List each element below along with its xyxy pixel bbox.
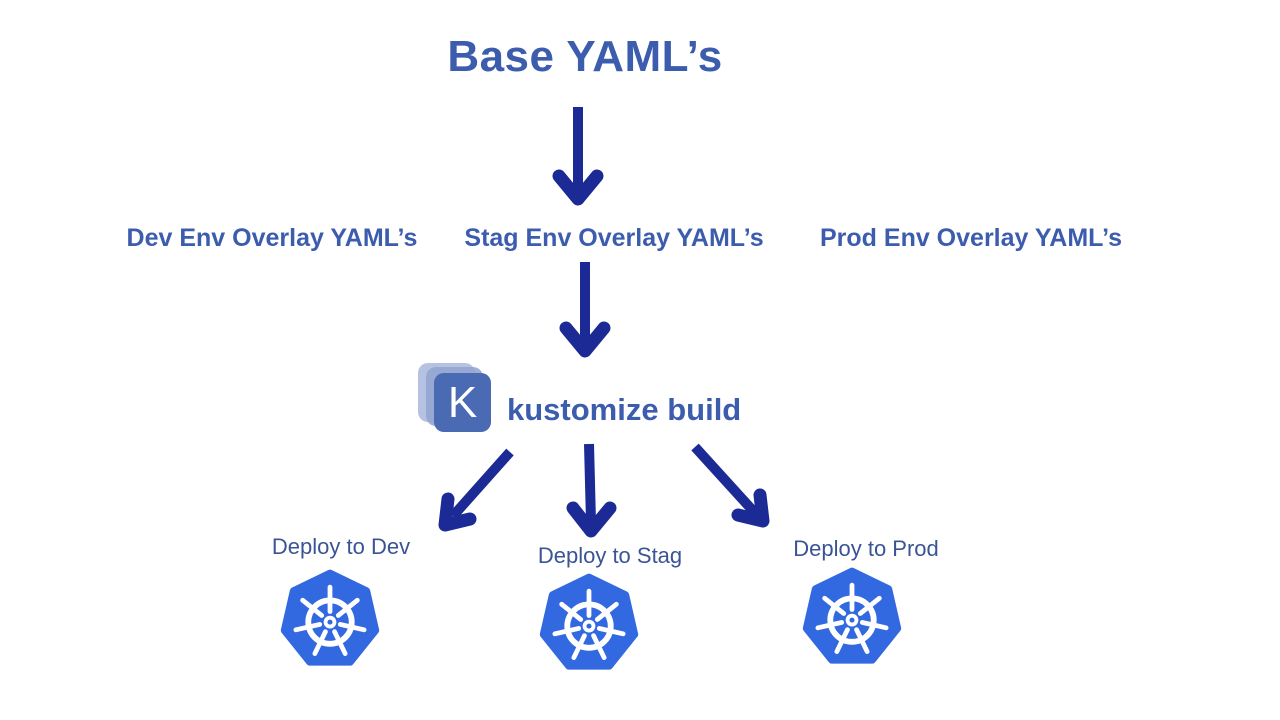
arrow-kustomize-to-stag-icon	[566, 443, 617, 538]
arrow-kustomize-to-prod-icon	[691, 443, 770, 528]
diagram-title: Base YAML’s	[447, 32, 723, 81]
arrow-base-to-overlays-icon	[552, 107, 604, 206]
kustomize-layer-front: K	[434, 373, 491, 432]
overlay-label-stag: Stag Env Overlay YAML’s	[464, 224, 764, 252]
kustomize-build-label: kustomize build	[507, 392, 742, 427]
kubernetes-icon-stag	[536, 571, 642, 677]
arrow-kustomize-to-dev-icon	[438, 448, 514, 532]
kubernetes-icon-prod	[799, 565, 905, 671]
deploy-label-prod: Deploy to Prod	[793, 536, 939, 561]
overlay-label-dev: Dev Env Overlay YAML’s	[126, 224, 418, 252]
kubernetes-icon-dev	[277, 567, 383, 673]
overlay-label-prod: Prod Env Overlay YAML’s	[820, 224, 1122, 252]
deploy-label-dev: Deploy to Dev	[271, 534, 411, 559]
arrow-overlays-to-kustomize-icon	[559, 262, 611, 358]
kustomize-icon: K	[418, 361, 494, 441]
deploy-label-stag: Deploy to Stag	[537, 543, 683, 568]
